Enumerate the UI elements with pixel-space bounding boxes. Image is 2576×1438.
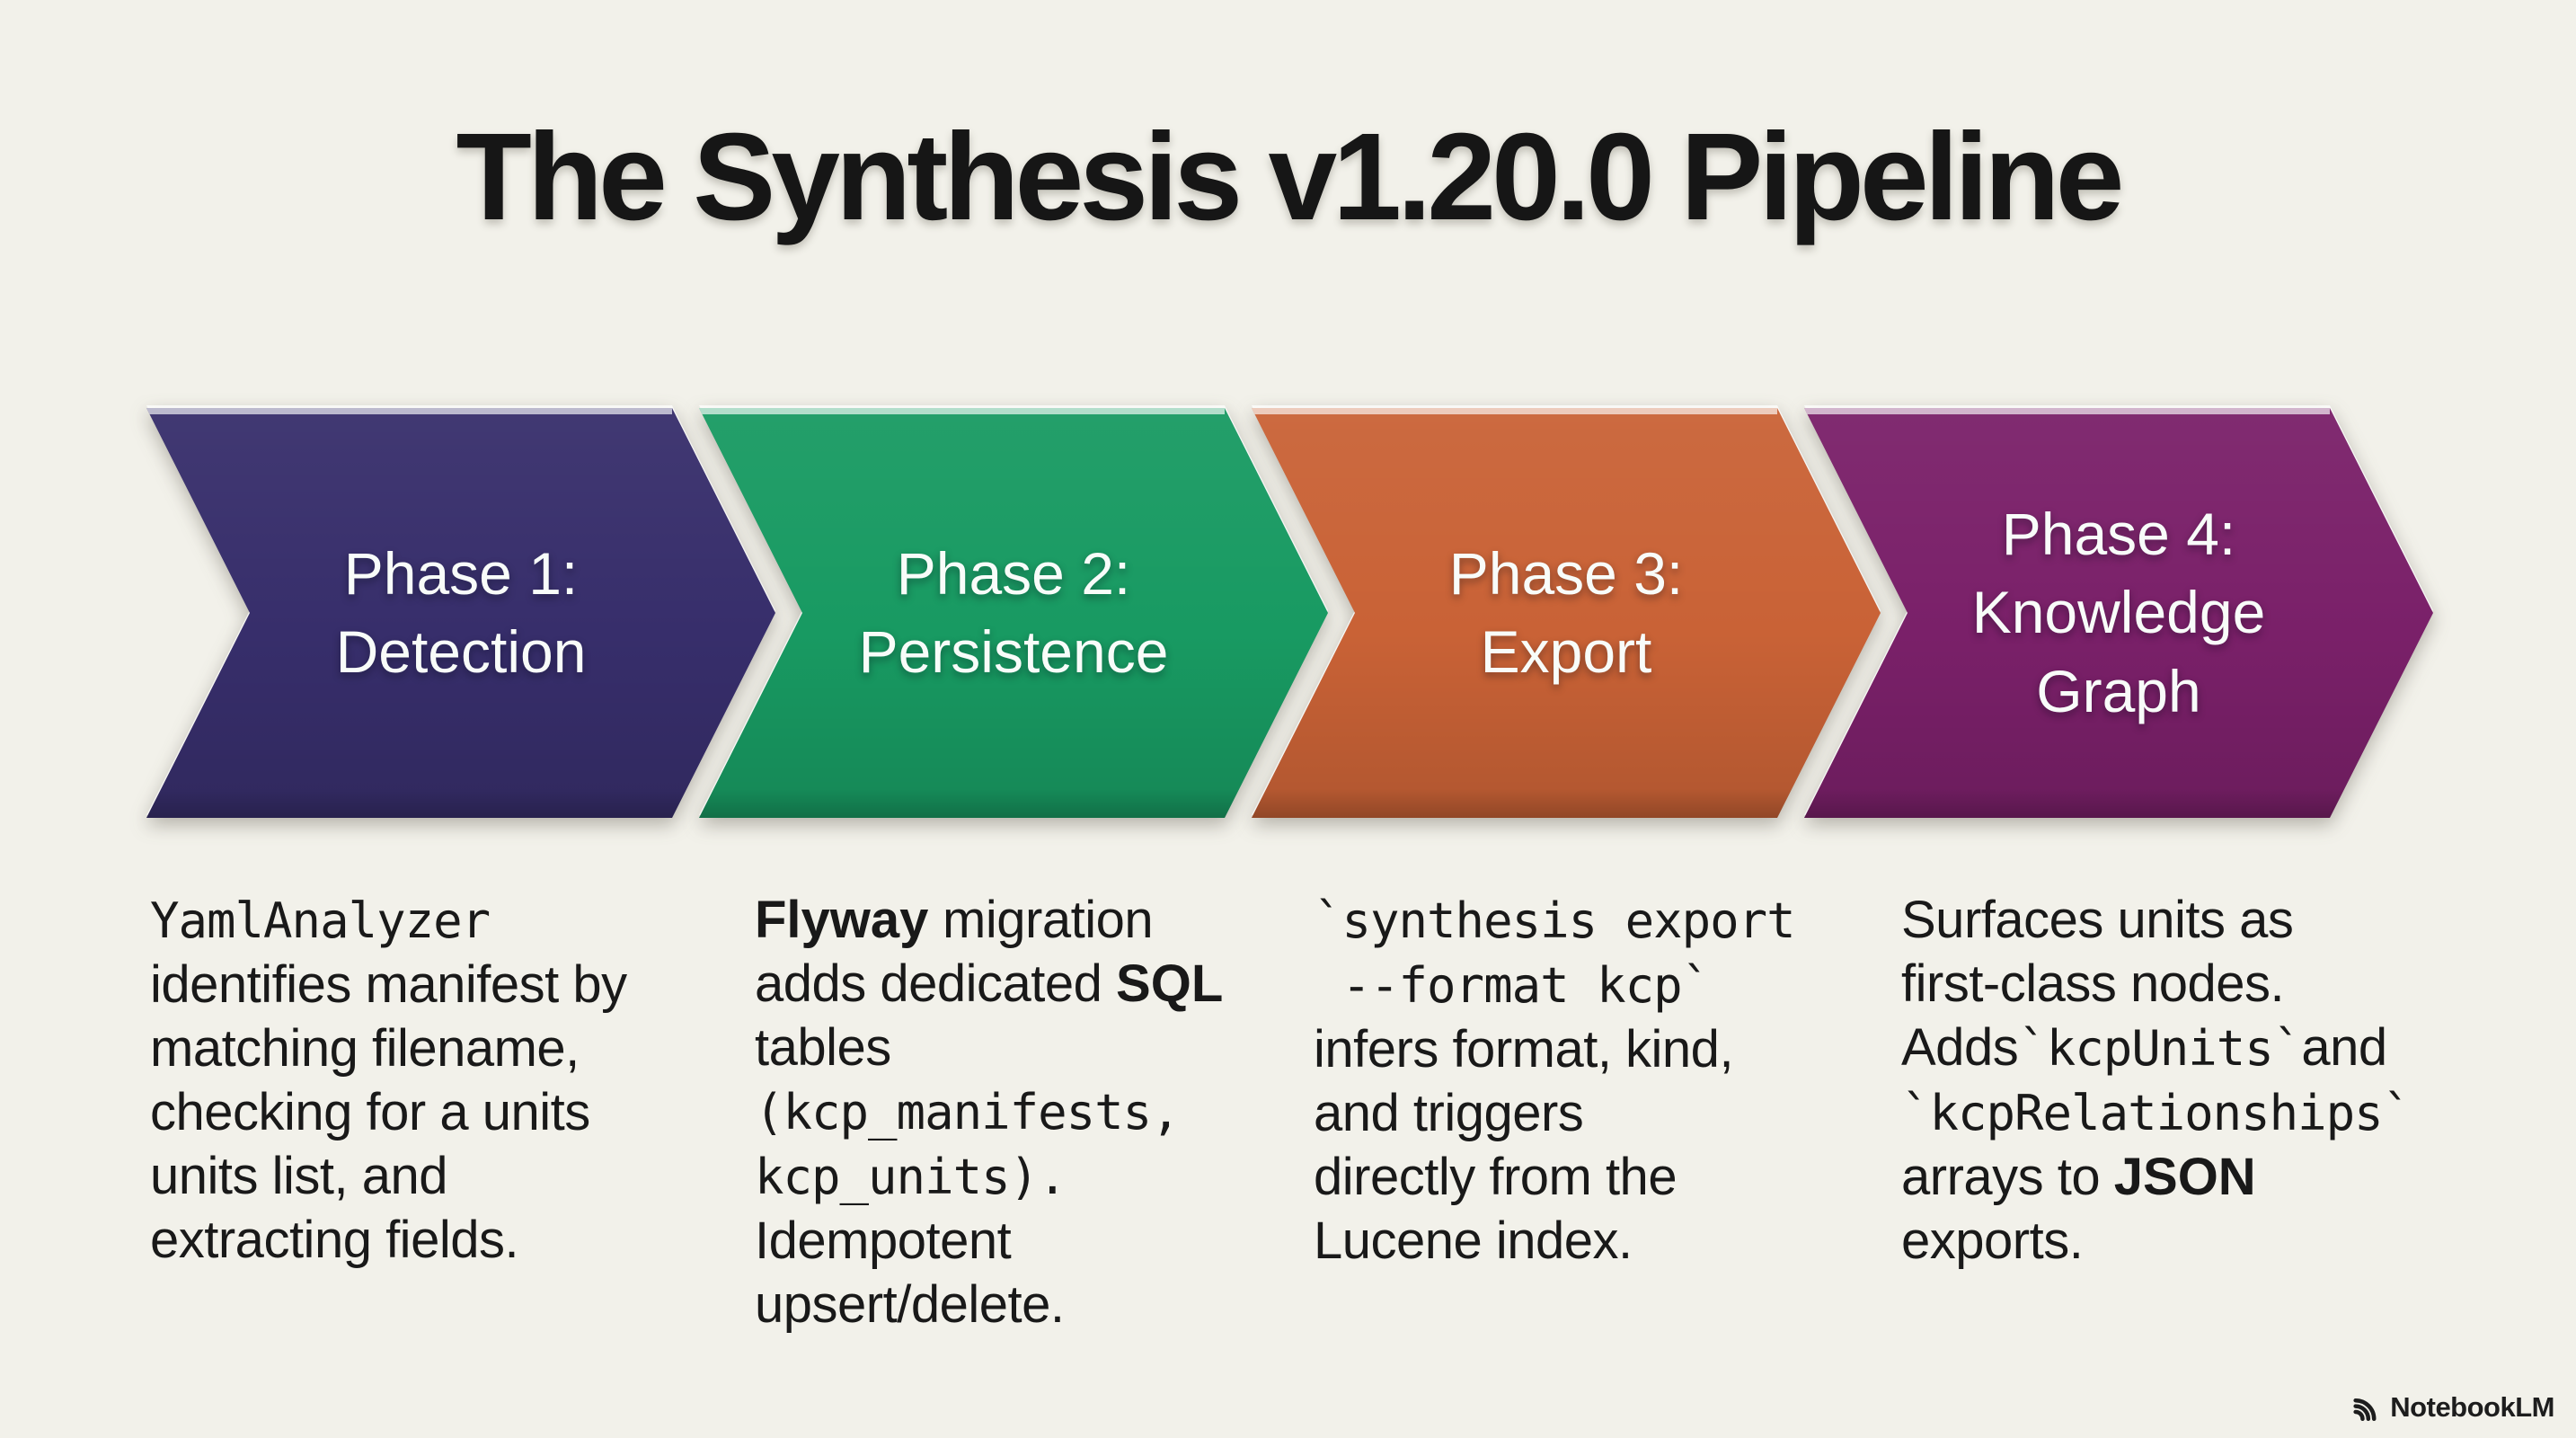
desc-line: kcp_units). <box>755 1144 1334 1209</box>
chevron-shape-phase-1: Phase 1: Detection <box>146 408 775 818</box>
chevron-phase-3: Phase 3: Export <box>1252 408 1881 818</box>
chevron-phase-1: Phase 1: Detection <box>146 408 775 818</box>
code-text: `kcpUnits` <box>2018 1020 2302 1077</box>
desc-line: Lucene index. <box>1314 1209 1893 1273</box>
desc-text: migration <box>928 891 1154 949</box>
desc-text: adds dedicated <box>755 954 1117 1013</box>
desc-line: units list, and <box>150 1144 730 1208</box>
desc-text: directly from the <box>1314 1148 1677 1206</box>
desc-text: extracting fields. <box>150 1211 519 1269</box>
chevron-phase-2: Phase 2: Persistence <box>699 408 1328 818</box>
desc-line: arrays to JSON <box>1901 1145 2481 1209</box>
phase-4-label: Phase 4: Knowledge Graph <box>1912 495 2325 730</box>
desc-line: Idempotent <box>755 1209 1334 1273</box>
notebooklm-wordmark: NotebookLM <box>2390 1391 2554 1423</box>
phase-2-name: Persistence <box>858 618 1169 685</box>
page-title: The Synthesis v1.20.0 Pipeline <box>456 108 2125 246</box>
desc-line: upsert/delete. <box>755 1273 1334 1336</box>
desc-text: and triggers <box>1314 1084 1584 1142</box>
phase-4-name: Knowledge Graph <box>1971 579 2266 724</box>
chevron-shape-phase-3: Phase 3: Export <box>1252 408 1881 818</box>
desc-line: checking for a units <box>150 1080 730 1144</box>
desc-text: Adds <box>1901 1018 2019 1077</box>
code-text: kcp_units). <box>755 1149 1067 1205</box>
phase-3-description: `synthesis export --format kcp` infers f… <box>1314 888 1893 1273</box>
desc-text: units list, and <box>150 1147 448 1205</box>
phase-4-description: Surfaces units as first-class nodes. Add… <box>1901 888 2481 1273</box>
phase-1-description: YamlAnalyzer identifies manifest by matc… <box>150 888 730 1272</box>
desc-text: exports. <box>1901 1212 2084 1270</box>
desc-text: identifies manifest by <box>150 955 627 1014</box>
code-text: --format kcp` <box>1314 957 1712 1014</box>
desc-line: `kcpRelationships` <box>1901 1080 2481 1145</box>
phase-1-number: Phase 1: <box>343 539 579 607</box>
desc-text: first-class nodes. <box>1901 954 2285 1013</box>
desc-text: Idempotent <box>755 1212 1012 1270</box>
chevron-phase-4: Phase 4: Knowledge Graph <box>1804 408 2433 818</box>
desc-text-bold: SQL <box>1116 954 1224 1013</box>
notebooklm-attribution: NotebookLM <box>2350 1391 2554 1424</box>
desc-line: YamlAnalyzer <box>150 888 730 953</box>
desc-line: `synthesis export <box>1314 888 1893 953</box>
desc-text: matching filename, <box>150 1019 580 1078</box>
phase-3-number: Phase 3: <box>1448 539 1684 607</box>
desc-text-bold: JSON <box>2113 1148 2256 1206</box>
desc-text: upsert/delete. <box>755 1275 1065 1334</box>
code-text: YamlAnalyzer <box>150 892 491 949</box>
desc-line: directly from the <box>1314 1145 1893 1209</box>
desc-line: infers format, kind, <box>1314 1017 1893 1081</box>
desc-text: tables <box>755 1018 891 1077</box>
code-text: `kcpRelationships` <box>1901 1085 2412 1141</box>
desc-text: infers format, kind, <box>1314 1020 1734 1078</box>
desc-line: and triggers <box>1314 1081 1893 1145</box>
desc-line: Flyway migration <box>755 888 1334 952</box>
phase-3-label: Phase 3: Export <box>1359 535 1773 691</box>
desc-text-bold: Flyway <box>755 891 929 949</box>
desc-line: Surfaces units as <box>1901 888 2481 952</box>
phase-1-label: Phase 1: Detection <box>254 535 668 691</box>
notebooklm-logo-icon <box>2353 1398 2377 1422</box>
desc-text: arrays to <box>1901 1148 2114 1206</box>
desc-line: (kcp_manifests, <box>755 1079 1334 1144</box>
desc-text: checking for a units <box>150 1083 590 1141</box>
desc-line: extracting fields. <box>150 1208 730 1272</box>
phase-2-description: Flyway migration adds dedicated SQL tabl… <box>755 888 1334 1336</box>
chevron-shape-phase-2: Phase 2: Persistence <box>699 408 1328 818</box>
code-text: `synthesis export <box>1314 892 1796 949</box>
phase-2-label: Phase 2: Persistence <box>807 535 1220 691</box>
desc-line: matching filename, <box>150 1016 730 1080</box>
desc-line: adds dedicated SQL <box>755 952 1334 1016</box>
phase-4-number: Phase 4: <box>2001 501 2236 568</box>
desc-line: identifies manifest by <box>150 953 730 1016</box>
desc-line: tables <box>755 1016 1334 1079</box>
desc-text: and <box>2301 1018 2387 1077</box>
desc-text: Lucene index. <box>1314 1212 1633 1270</box>
phase-2-number: Phase 2: <box>896 539 1131 607</box>
desc-line: exports. <box>1901 1209 2481 1273</box>
code-text: (kcp_manifests, <box>755 1084 1181 1141</box>
chevron-shape-phase-4: Phase 4: Knowledge Graph <box>1804 408 2433 818</box>
desc-line: --format kcp` <box>1314 953 1893 1017</box>
desc-line: Adds`kcpUnits`and <box>1901 1016 2481 1080</box>
desc-text: Surfaces units as <box>1901 891 2294 949</box>
desc-line: first-class nodes. <box>1901 952 2481 1016</box>
phase-3-name: Export <box>1480 618 1652 685</box>
phase-1-name: Detection <box>335 618 587 685</box>
